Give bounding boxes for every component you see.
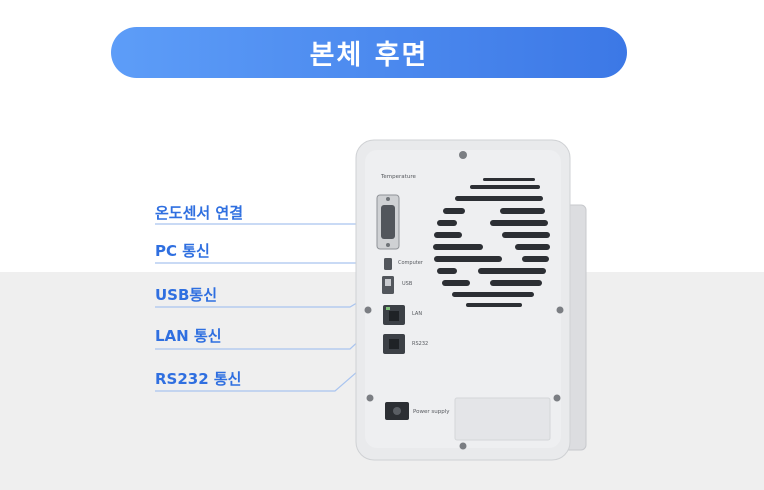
screw-right	[556, 306, 564, 314]
lan-port-label: LAN	[412, 311, 422, 317]
temperature-port-screw-bottom	[386, 243, 390, 247]
screw-bottom-right	[553, 394, 561, 402]
usb-port-label: USB	[402, 281, 413, 287]
usb-port-tongue	[385, 279, 391, 286]
leader-line-lan	[155, 315, 387, 350]
power-port-jack	[393, 407, 401, 415]
label-rs232-communication: RS232 통신	[155, 370, 242, 388]
leader-line-usb	[155, 287, 383, 308]
leader-lines	[155, 223, 389, 392]
leader-line-rs232	[155, 344, 389, 392]
label-lan-communication: LAN 통신	[155, 327, 222, 345]
temperature-port-label: Temperature	[380, 174, 416, 180]
temperature-port	[381, 205, 395, 239]
label-temperature-sensor: 온도센서 연결	[155, 204, 244, 222]
temperature-port-screw-top	[386, 197, 390, 201]
fan-grille	[433, 178, 550, 307]
screw-top	[459, 151, 467, 159]
nameplate-area	[454, 397, 551, 441]
page-title: 본체 후면	[111, 27, 627, 78]
screw-bottom-left	[366, 394, 374, 402]
computer-port	[384, 258, 392, 270]
power-port-label: Power supply	[413, 409, 450, 415]
label-usb-communication: USB통신	[155, 286, 218, 304]
computer-port-label: Computer	[398, 260, 424, 266]
screw-left	[364, 306, 372, 314]
screw-bottom	[459, 442, 467, 450]
rs232-port-label: RS232	[412, 341, 428, 347]
label-pc-communication: PC 통신	[155, 242, 210, 260]
page-title-text: 본체 후면	[309, 40, 429, 71]
lan-port-led	[386, 307, 390, 310]
lan-port-socket	[389, 311, 399, 321]
rs232-port-socket	[389, 339, 399, 349]
